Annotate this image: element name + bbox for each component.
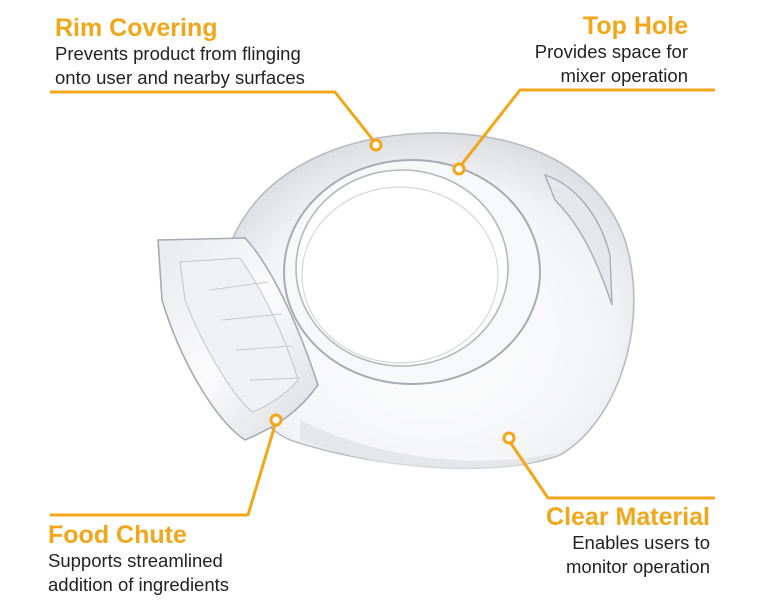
callout-title: Rim Covering <box>55 14 218 42</box>
top-anchor-dot <box>452 162 466 176</box>
callout-description-line: mixer operation <box>560 65 688 86</box>
rim-leader-line <box>50 90 375 141</box>
callout-description-line: Prevents product from flinging <box>55 43 301 64</box>
top-hole-opening <box>295 169 509 367</box>
food-chute-inner <box>179 257 299 413</box>
callout-title: Top Hole <box>582 12 688 40</box>
callout-title: Food Chute <box>48 521 187 549</box>
callout-rim-covering: Rim Covering Prevents product from fling… <box>55 14 305 90</box>
callout-description-line: Provides space for <box>534 41 688 62</box>
clear-anchor-dot <box>502 431 516 445</box>
rim-anchor-dot <box>369 138 383 152</box>
chute-ridge <box>235 345 293 351</box>
chute-ridge <box>221 313 283 321</box>
top-hole-inner-edge <box>301 186 499 364</box>
chute-ridge <box>249 377 301 381</box>
shield-shadow <box>300 420 560 470</box>
callout-title: Clear Material <box>546 503 710 531</box>
callout-clear-material: Clear Material Enables users to monitor … <box>546 503 710 579</box>
callout-description-line: Enables users to <box>572 532 710 553</box>
top-leader-line <box>460 88 715 165</box>
callout-description-line: onto user and nearby surfaces <box>55 67 305 88</box>
callout-description-line: monitor operation <box>566 556 710 577</box>
chute-ridge <box>209 281 269 291</box>
chute-leader-line <box>50 424 277 517</box>
callout-description-line: Supports streamlined <box>48 550 223 571</box>
callout-top-hole: Top Hole Provides space for mixer operat… <box>535 12 688 88</box>
side-slot <box>543 173 613 306</box>
chute-anchor-dot <box>269 413 283 427</box>
callout-description-line: addition of ingredients <box>48 574 230 595</box>
clear-leader-line <box>508 441 715 500</box>
callout-food-chute: Food Chute Supports streamlined addition… <box>48 521 229 597</box>
